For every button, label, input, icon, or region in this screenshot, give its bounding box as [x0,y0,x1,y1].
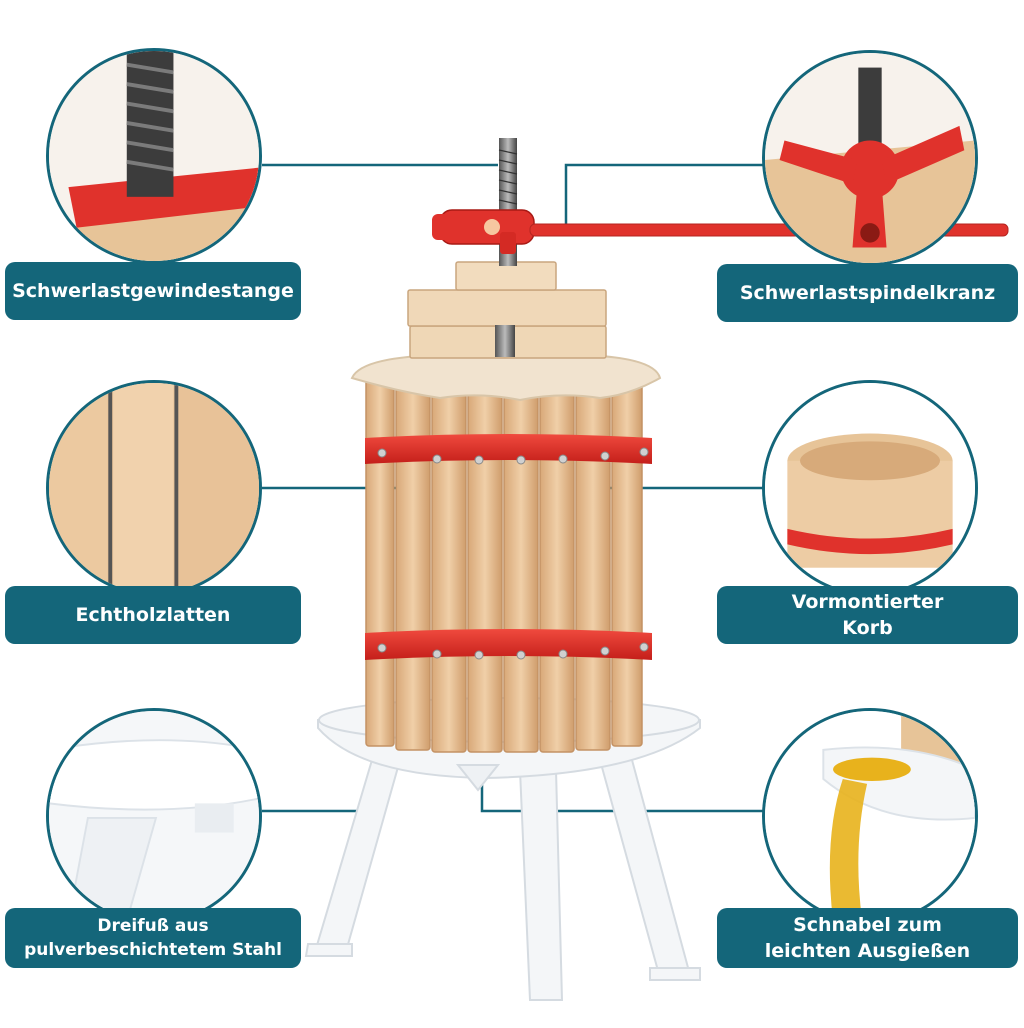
detail-basket [762,380,978,596]
wood-slats-closeup-image [49,383,259,593]
label-thread-rod-text: Schwerlastgewindestange [12,280,294,302]
pressing-blocks [407,261,607,359]
label-spout-line1: Schnabel zum [793,914,942,936]
label-basket: Vormontierter Korb [717,586,1018,644]
label-spout-line2: leichten Ausgießen [764,940,971,962]
spindle-assembly [432,138,1009,266]
label-thread-rod: Schwerlastgewindestange [5,262,301,320]
detail-thread-rod [46,48,262,264]
detail-spindle-crown [762,50,978,266]
basket-closeup-image [765,383,975,593]
label-wood-slats: Echtholzlatten [5,586,301,644]
label-spindle-crown: Schwerlastspindelkranz [717,264,1018,322]
label-wood-slats-text: Echtholzlatten [75,604,231,626]
label-tripod: Dreifuß aus pulverbeschichtetem Stahl [5,908,301,968]
label-basket-line2: Korb [842,617,893,639]
wood-basket [365,379,643,753]
thread-rod-closeup-image [49,51,259,261]
detail-spout [762,708,978,924]
detail-tripod [46,708,262,924]
label-basket-line1: Vormontierter [791,591,944,613]
label-tripod-line1: Dreifuß aus [97,916,209,936]
label-tripod-line2: pulverbeschichtetem Stahl [24,940,282,960]
spout-closeup-image [765,711,975,921]
detail-wood-slats [46,380,262,596]
label-spout: Schnabel zum leichten Ausgießen [717,908,1018,968]
label-spindle-crown-text: Schwerlastspindelkranz [739,282,996,304]
spindle-crown-closeup-image [765,53,975,263]
tripod-closeup-image [49,711,259,921]
red-bands [365,434,652,660]
